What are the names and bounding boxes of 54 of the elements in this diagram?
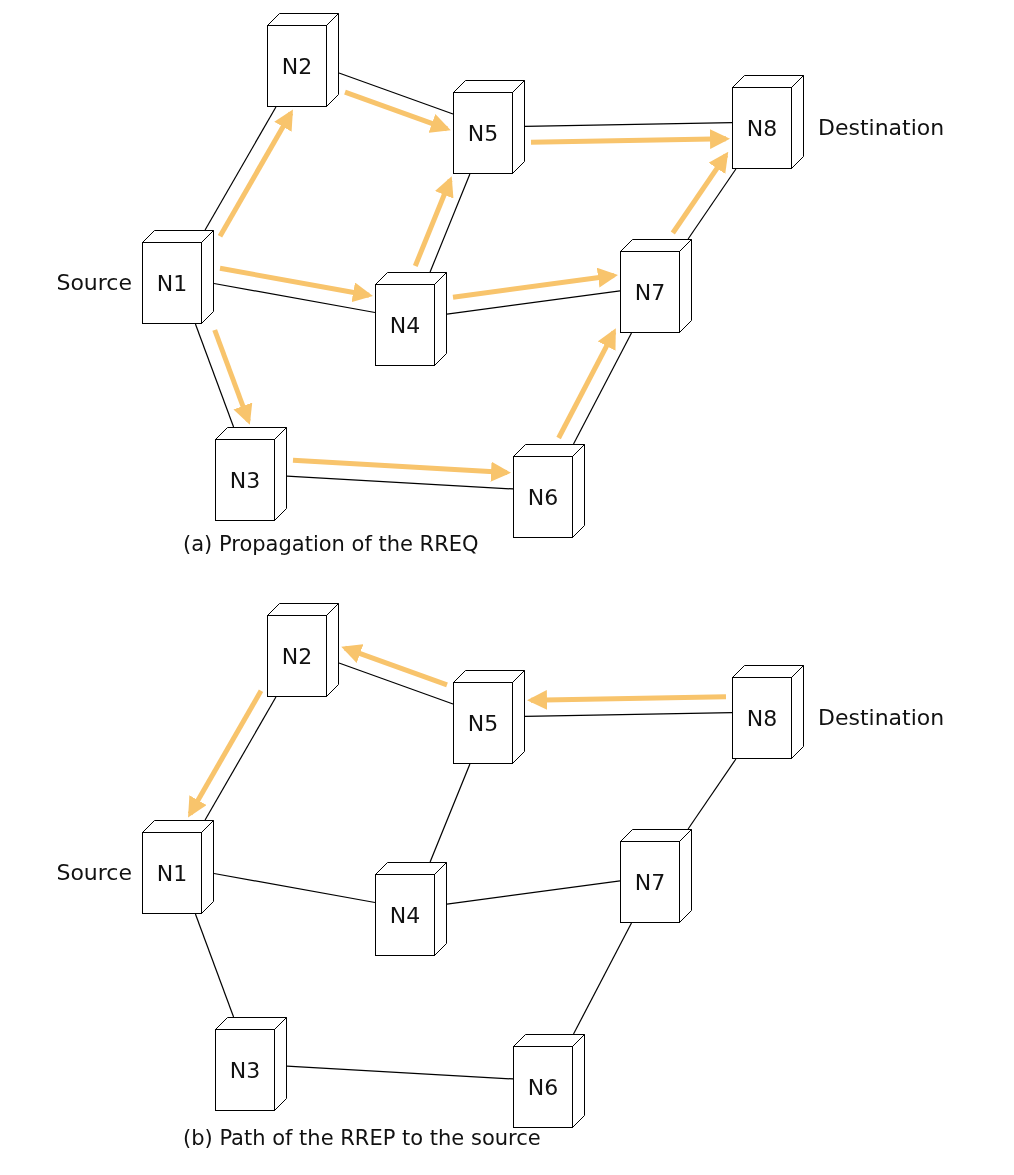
arrow: [527, 689, 727, 710]
arrow: [219, 265, 373, 303]
node-label: N4: [389, 312, 421, 338]
link-line: [524, 712, 733, 717]
link-line: [194, 323, 235, 428]
link-line: [338, 72, 454, 115]
link-line: [213, 872, 376, 904]
link-line: [286, 1065, 514, 1080]
side-label: Source: [56, 860, 132, 885]
arrow: [344, 89, 451, 133]
node-label: N6: [527, 1074, 559, 1100]
side-label: Source: [56, 270, 132, 295]
node-label: N5: [467, 120, 499, 146]
link-line: [286, 475, 514, 490]
arrow: [292, 457, 511, 482]
arrow: [670, 151, 729, 235]
arrow: [187, 689, 264, 818]
node-label: N6: [527, 484, 559, 510]
node-label: N1: [156, 270, 188, 296]
figure-caption: (a) Propagation of the RREQ: [183, 532, 479, 556]
link-line: [194, 913, 235, 1018]
node-label: N7: [634, 279, 666, 305]
arrow: [556, 328, 617, 440]
node-label: N7: [634, 869, 666, 895]
arrow: [341, 644, 448, 688]
figure-caption: (b) Path of the RREP to the source: [183, 1126, 541, 1150]
node-label: N3: [229, 1057, 261, 1083]
side-label: Destination: [818, 115, 945, 140]
link-line: [446, 290, 621, 315]
node-label: N4: [389, 902, 421, 928]
node-label: N1: [156, 860, 188, 886]
link-line: [572, 922, 633, 1035]
link-line: [204, 106, 277, 231]
link-line: [524, 122, 733, 127]
arrow: [212, 329, 253, 425]
node-label: N2: [281, 53, 313, 79]
arrow: [452, 267, 618, 300]
arrow: [530, 129, 730, 150]
link-line: [687, 758, 737, 830]
link-line: [338, 662, 454, 705]
link-line: [429, 173, 471, 273]
node-label: N2: [281, 643, 313, 669]
node-label: N5: [467, 710, 499, 736]
link-line: [213, 282, 376, 314]
link-line: [572, 332, 633, 445]
link-line: [687, 168, 737, 240]
node-label: N8: [746, 115, 778, 141]
link-line: [204, 696, 277, 821]
arrow: [412, 176, 454, 267]
node-label: N3: [229, 467, 261, 493]
arrow: [217, 109, 294, 238]
link-line: [446, 880, 621, 905]
side-label: Destination: [818, 705, 945, 730]
node-label: N8: [746, 705, 778, 731]
